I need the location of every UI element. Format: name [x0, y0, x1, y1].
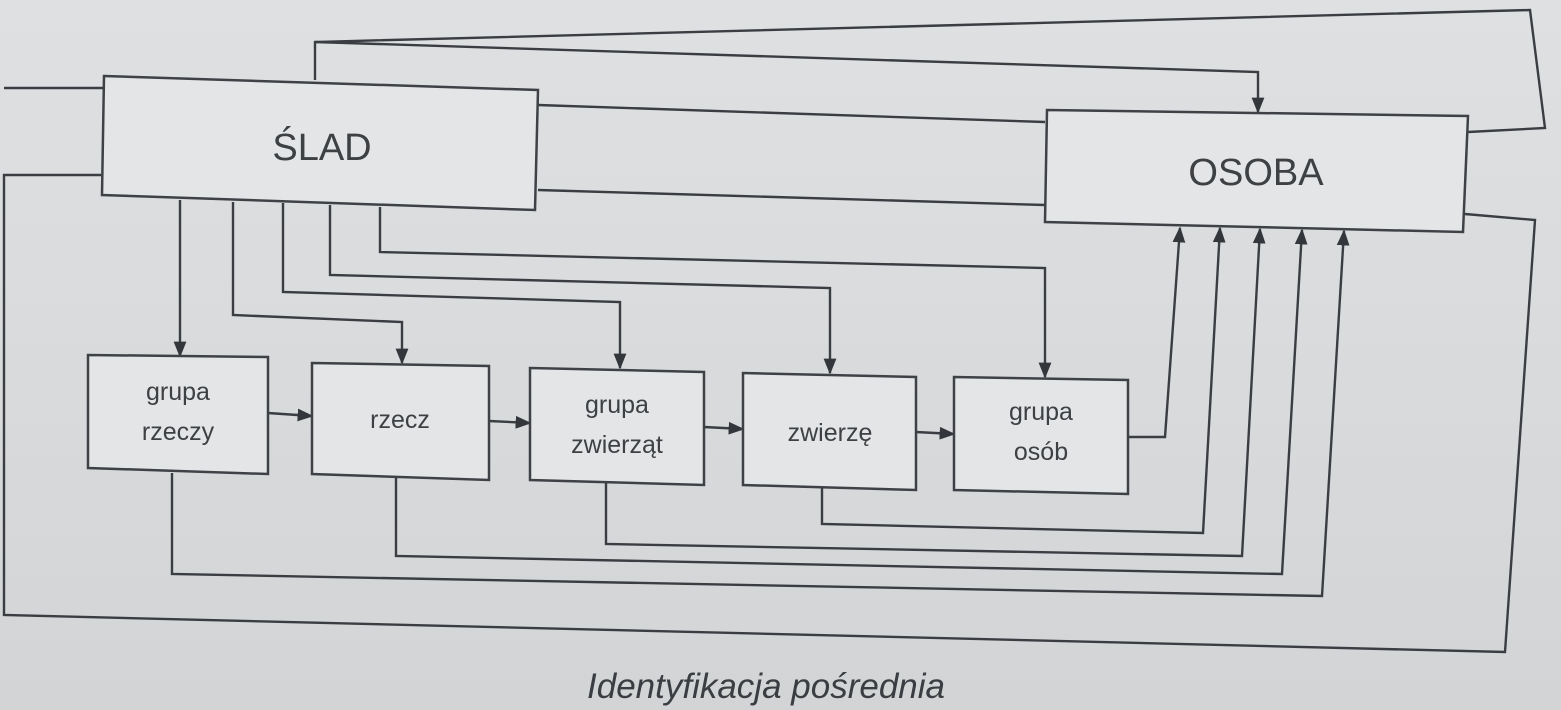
arrow-grupa-zwierzat-to-zwierze	[703, 421, 745, 435]
connector-top-loop	[313, 8, 1547, 134]
node-grupa-zwierzat-line-1: grupa	[585, 391, 649, 419]
node-grupa-rzeczy-line-2: rzeczy	[142, 418, 215, 446]
node-grupa-osob-line-2: osób	[1014, 438, 1068, 466]
node-zwierze-line-1: zwierzę	[788, 419, 873, 447]
connector-slad-osoba-lower	[537, 188, 1046, 207]
node-grupa-zwierzat-line-2: zwierząt	[571, 431, 663, 459]
node-slad: ŚLAD	[100, 74, 540, 212]
arrow-zwierze-to-grupa-osob	[915, 426, 956, 440]
arrow-slad-to-zwierze	[328, 205, 837, 375]
connector-left-outer-loop	[2, 173, 1537, 654]
arrow-grupa-zwierzat-to-osoba	[604, 227, 1266, 558]
node-grupa-osob: grupa osób	[952, 375, 1130, 496]
arrow-rzecz-to-osoba	[394, 228, 1308, 576]
arrow-grupa-rzeczy-to-rzecz	[267, 408, 314, 422]
node-grupa-zwierzat: grupa zwierząt	[528, 366, 706, 487]
node-grupa-rzeczy-line-1: grupa	[146, 378, 210, 406]
node-osoba-label: OSOBA	[1188, 152, 1324, 194]
node-osoba: OSOBA	[1043, 108, 1470, 234]
connector-slad-osoba-upper	[537, 103, 1046, 124]
node-slad-label: ŚLAD	[272, 124, 371, 169]
node-zwierze: zwierzę	[741, 371, 918, 492]
arrow-slad-to-rzecz	[231, 202, 409, 365]
arrow-slad-to-grupa-zwierzat	[281, 203, 627, 370]
arrow-zwierze-to-osoba	[820, 226, 1226, 535]
node-rzecz: rzecz	[310, 361, 491, 482]
arrow-grupa-rzeczy-to-osoba	[170, 229, 1350, 598]
arrow-slad-to-grupa-osob	[378, 207, 1052, 379]
arrow-grupa-osob-to-osoba	[1128, 226, 1186, 439]
arrow-top-into-osoba	[314, 40, 1265, 114]
node-rzecz-line-1: rzecz	[370, 406, 430, 434]
node-grupa-osob-line-1: grupa	[1009, 398, 1073, 426]
node-grupa-rzeczy: grupa rzeczy	[86, 353, 270, 476]
arrow-rzecz-to-grupa-zwierzat	[488, 415, 532, 429]
diagram-caption: Identyfikacja pośrednia	[587, 667, 945, 706]
